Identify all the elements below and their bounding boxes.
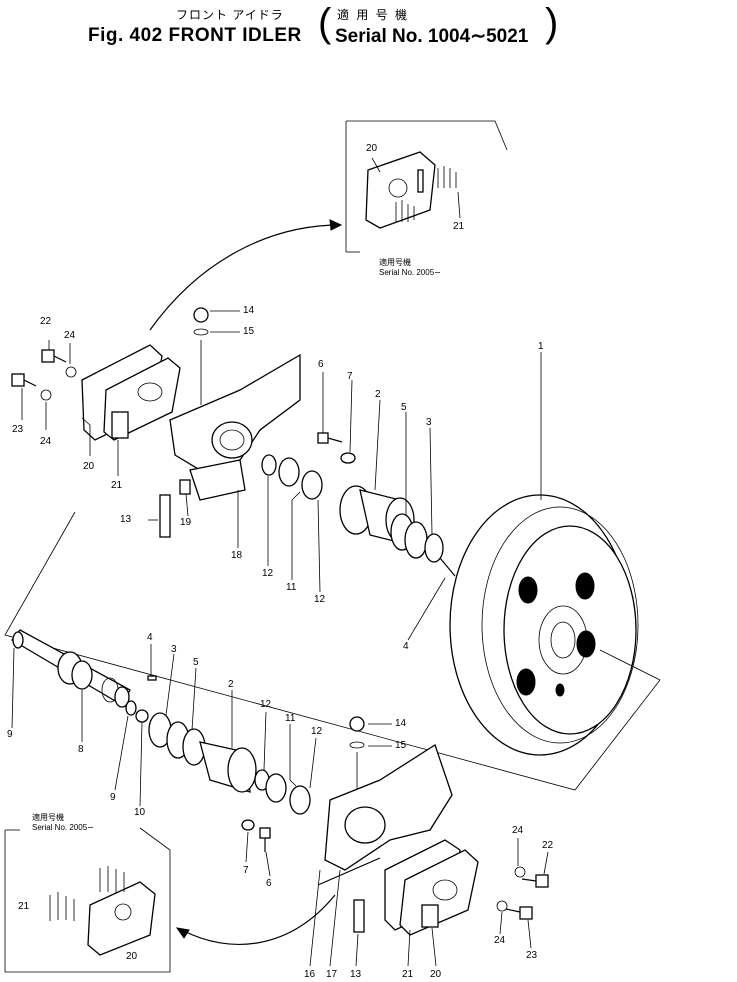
callout-21-upper: 21 — [111, 480, 123, 491]
callout-12-lower-b: 12 — [311, 726, 323, 737]
callout-17: 17 — [326, 969, 338, 980]
callout-4-lower: 4 — [147, 632, 153, 643]
callout-24-upper-b: 24 — [40, 436, 52, 447]
upper-bracket-assembly — [11, 307, 301, 538]
bottom-inset-serial: Serial No. 2005∼ — [32, 823, 94, 832]
top-inset-label-21: 21 — [453, 221, 465, 232]
callout-15-upper: 15 — [243, 326, 255, 337]
callout-24-upper-a: 24 — [64, 330, 76, 341]
callout-19: 19 — [180, 517, 192, 528]
bottom-inset-label-20: 20 — [126, 951, 138, 962]
serial-japanese: 適 用 号 機 — [337, 8, 410, 22]
callout-23-upper: 23 — [12, 424, 24, 435]
callout-14-upper: 14 — [243, 305, 255, 316]
callout-11-lower: 11 — [285, 713, 296, 724]
callout-6-upper: 6 — [318, 359, 324, 370]
callout-8: 8 — [78, 744, 84, 755]
callout-6-lower: 6 — [266, 878, 272, 889]
callout-5-upper: 5 — [401, 402, 407, 413]
upper-bearing-parts — [261, 432, 456, 577]
callout-20-upper: 20 — [83, 461, 95, 472]
callout-20-lower: 20 — [430, 969, 442, 980]
callout-3-lower: 3 — [171, 644, 177, 655]
top-inset-serial: Serial No. 2005∼ — [379, 268, 441, 277]
callout-24-lower-b: 24 — [494, 935, 506, 946]
close-paren: ) — [545, 1, 559, 45]
callout-13-lower: 13 — [350, 969, 362, 980]
figure-title: Fig. 402 FRONT IDLER — [88, 25, 302, 46]
callout-1: 1 — [538, 341, 544, 352]
callout-2-lower: 2 — [228, 679, 234, 690]
callout-9-right: 9 — [110, 792, 116, 803]
callout-15-lower: 15 — [395, 740, 407, 751]
title-japanese: フロント アイドラ — [176, 8, 284, 22]
top-inset-label-20: 20 — [366, 143, 378, 154]
open-paren: ( — [318, 1, 332, 45]
callout-9-left: 9 — [7, 729, 13, 740]
callout-22-upper: 22 — [40, 316, 52, 327]
callout-7-upper: 7 — [347, 371, 353, 382]
bottom-inset-serial-japanese: 適用号機 — [32, 813, 64, 822]
lower-bracket-assembly — [317, 716, 549, 936]
callout-11-upper: 11 — [286, 582, 297, 593]
bottom-inset — [4, 827, 171, 973]
callout-7-lower: 7 — [243, 865, 249, 876]
callout-18: 18 — [231, 550, 243, 561]
callout-16: 16 — [304, 969, 316, 980]
lower-bearing-parts — [148, 712, 311, 852]
callout-12-upper-a: 12 — [262, 568, 274, 579]
callout-12-upper-b: 12 — [314, 594, 326, 605]
leader-lines — [11, 310, 549, 967]
callout-2-upper: 2 — [375, 389, 381, 400]
callout-24-lower-a: 24 — [512, 825, 524, 836]
shaft-assembly — [4, 511, 661, 791]
callout-22-lower: 22 — [542, 840, 554, 851]
callout-23-lower: 23 — [526, 950, 538, 961]
callout-5-lower: 5 — [193, 657, 199, 668]
callout-10: 10 — [134, 807, 146, 818]
bottom-inset-label-21: 21 — [18, 901, 30, 912]
callout-12-lower-a: 12 — [260, 699, 272, 710]
callout-13-upper: 13 — [120, 514, 132, 525]
serial-range: Serial No. 1004∼5021 — [335, 26, 529, 47]
callout-21-lower: 21 — [402, 969, 414, 980]
idler-wheel — [449, 494, 661, 756]
callout-4-upper: 4 — [403, 641, 409, 652]
callout-3-upper: 3 — [426, 417, 432, 428]
top-inset — [345, 120, 508, 253]
top-inset-serial-japanese: 適用号機 — [379, 258, 411, 267]
callout-14-lower: 14 — [395, 718, 407, 729]
